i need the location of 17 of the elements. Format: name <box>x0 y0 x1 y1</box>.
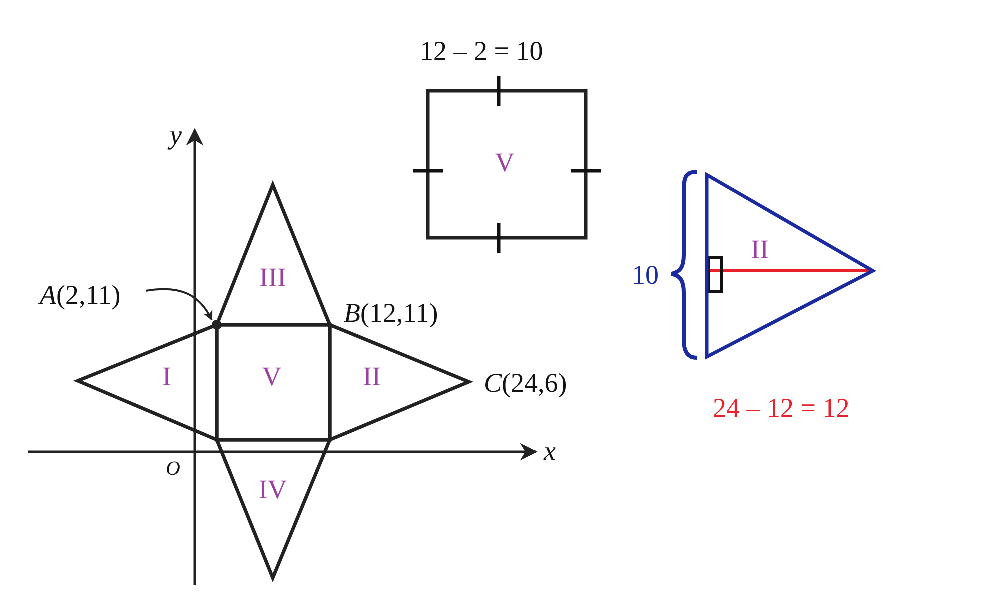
origin-label: O <box>166 458 180 481</box>
face-label: V <box>495 148 515 178</box>
point-label: B(12,11) <box>344 298 438 329</box>
face-label: I <box>162 362 172 392</box>
face-label: II <box>363 362 381 392</box>
face-label: II <box>751 234 769 266</box>
face-label: V <box>262 362 282 392</box>
face-label: III <box>260 262 286 294</box>
equation: 24 – 12 = 12 <box>713 393 850 424</box>
point-label: C(24,6) <box>484 368 568 399</box>
leader-line <box>146 288 213 321</box>
axis-label: y <box>170 120 182 151</box>
equation: 12 – 2 = 10 <box>420 36 544 67</box>
point-label: A(2,11) <box>40 280 146 310</box>
axis-label: x <box>544 436 556 467</box>
face-label: IV <box>258 474 288 506</box>
dimension-label: 10 <box>632 260 659 291</box>
